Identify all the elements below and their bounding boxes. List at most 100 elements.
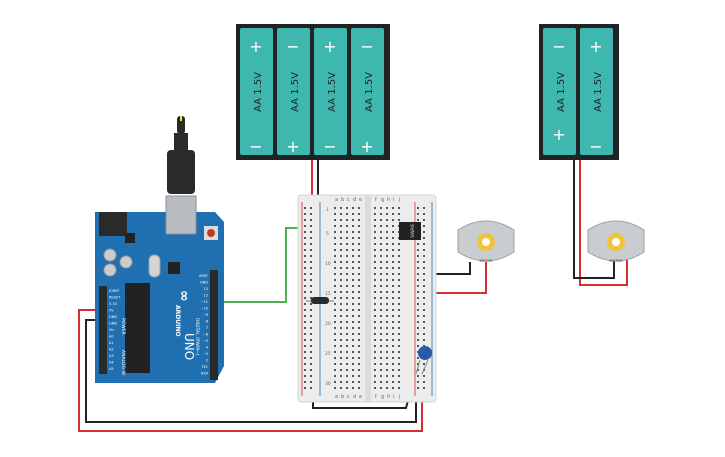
- breadboard-hole[interactable]: [340, 381, 342, 383]
- breadboard-hole[interactable]: [352, 333, 354, 335]
- breadboard-hole[interactable]: [358, 375, 360, 377]
- breadboard-hole[interactable]: [417, 327, 419, 329]
- breadboard-hole[interactable]: [310, 255, 312, 257]
- breadboard-hole[interactable]: [386, 321, 388, 323]
- breadboard-hole[interactable]: [423, 333, 425, 335]
- breadboard-hole[interactable]: [334, 381, 336, 383]
- battery-pack-2aa[interactable]: − + AA 1.5V + − AA 1.5V: [539, 24, 619, 160]
- breadboard-hole[interactable]: [392, 255, 394, 257]
- breadboard-hole[interactable]: [346, 255, 348, 257]
- breadboard-hole[interactable]: [304, 279, 306, 281]
- breadboard-hole[interactable]: [380, 357, 382, 359]
- breadboard-hole[interactable]: [417, 297, 419, 299]
- breadboard-hole[interactable]: [310, 207, 312, 209]
- breadboard-hole[interactable]: [334, 363, 336, 365]
- breadboard-hole[interactable]: [358, 243, 360, 245]
- breadboard-hole[interactable]: [380, 225, 382, 227]
- breadboard-hole[interactable]: [340, 363, 342, 365]
- breadboard-hole[interactable]: [352, 303, 354, 305]
- breadboard-hole[interactable]: [340, 303, 342, 305]
- breadboard-hole[interactable]: [340, 309, 342, 311]
- breadboard-hole[interactable]: [398, 291, 400, 293]
- breadboard-hole[interactable]: [310, 273, 312, 275]
- breadboard-hole[interactable]: [304, 237, 306, 239]
- breadboard-hole[interactable]: [417, 333, 419, 335]
- breadboard-hole[interactable]: [417, 207, 419, 209]
- breadboard-hole[interactable]: [423, 225, 425, 227]
- breadboard-hole[interactable]: [392, 315, 394, 317]
- breadboard-hole[interactable]: [304, 285, 306, 287]
- breadboard-hole[interactable]: [310, 351, 312, 353]
- breadboard-hole[interactable]: [334, 333, 336, 335]
- breadboard-hole[interactable]: [310, 285, 312, 287]
- breadboard-hole[interactable]: [374, 333, 376, 335]
- breadboard-hole[interactable]: [423, 303, 425, 305]
- breadboard-hole[interactable]: [374, 279, 376, 281]
- breadboard-hole[interactable]: [392, 285, 394, 287]
- breadboard-hole[interactable]: [304, 333, 306, 335]
- breadboard-hole[interactable]: [374, 219, 376, 221]
- breadboard-hole[interactable]: [334, 273, 336, 275]
- breadboard-hole[interactable]: [304, 213, 306, 215]
- breadboard-hole[interactable]: [346, 345, 348, 347]
- breadboard-hole[interactable]: [423, 279, 425, 281]
- breadboard-hole[interactable]: [392, 219, 394, 221]
- breadboard-hole[interactable]: [374, 357, 376, 359]
- breadboard-hole[interactable]: [358, 219, 360, 221]
- breadboard-hole[interactable]: [423, 261, 425, 263]
- breadboard-hole[interactable]: [423, 309, 425, 311]
- breadboard-hole[interactable]: [392, 351, 394, 353]
- breadboard-hole[interactable]: [392, 369, 394, 371]
- breadboard-hole[interactable]: [398, 345, 400, 347]
- breadboard-hole[interactable]: [386, 357, 388, 359]
- breadboard-hole[interactable]: [423, 297, 425, 299]
- breadboard-hole[interactable]: [310, 237, 312, 239]
- breadboard-hole[interactable]: [340, 285, 342, 287]
- breadboard-hole[interactable]: [340, 249, 342, 251]
- breadboard-hole[interactable]: [392, 309, 394, 311]
- breadboard-hole[interactable]: [423, 315, 425, 317]
- breadboard-hole[interactable]: [386, 231, 388, 233]
- breadboard-hole[interactable]: [352, 285, 354, 287]
- breadboard-hole[interactable]: [423, 207, 425, 209]
- breadboard-hole[interactable]: [386, 255, 388, 257]
- breadboard-hole[interactable]: [392, 267, 394, 269]
- capacitor[interactable]: [415, 346, 432, 375]
- breadboard-hole[interactable]: [417, 381, 419, 383]
- breadboard-hole[interactable]: [392, 207, 394, 209]
- breadboard-hole[interactable]: [340, 225, 342, 227]
- breadboard-hole[interactable]: [417, 291, 419, 293]
- breadboard-hole[interactable]: [358, 387, 360, 389]
- breadboard-hole[interactable]: [304, 345, 306, 347]
- breadboard-hole[interactable]: [352, 375, 354, 377]
- breadboard-hole[interactable]: [346, 243, 348, 245]
- breadboard-hole[interactable]: [392, 387, 394, 389]
- breadboard-hole[interactable]: [380, 387, 382, 389]
- breadboard-hole[interactable]: [352, 345, 354, 347]
- breadboard-hole[interactable]: [423, 267, 425, 269]
- breadboard-hole[interactable]: [386, 213, 388, 215]
- breadboard-hole[interactable]: [374, 369, 376, 371]
- breadboard-hole[interactable]: [334, 345, 336, 347]
- breadboard-hole[interactable]: [386, 207, 388, 209]
- breadboard-hole[interactable]: [417, 243, 419, 245]
- wire-battery2-black[interactable]: [573, 159, 615, 279]
- breadboard-hole[interactable]: [423, 249, 425, 251]
- breadboard-hole[interactable]: [346, 321, 348, 323]
- breadboard-hole[interactable]: [380, 261, 382, 263]
- breadboard-hole[interactable]: [392, 327, 394, 329]
- breadboard-hole[interactable]: [340, 207, 342, 209]
- breadboard-hole[interactable]: [334, 261, 336, 263]
- breadboard-hole[interactable]: [398, 315, 400, 317]
- breadboard-hole[interactable]: [334, 291, 336, 293]
- breadboard-hole[interactable]: [392, 357, 394, 359]
- breadboard-hole[interactable]: [386, 333, 388, 335]
- breadboard-hole[interactable]: [398, 327, 400, 329]
- breadboard-hole[interactable]: [352, 207, 354, 209]
- breadboard-hole[interactable]: [386, 387, 388, 389]
- breadboard-hole[interactable]: [346, 375, 348, 377]
- breadboard-hole[interactable]: [310, 345, 312, 347]
- breadboard-hole[interactable]: [380, 273, 382, 275]
- breadboard-hole[interactable]: [374, 345, 376, 347]
- breadboard-hole[interactable]: [417, 279, 419, 281]
